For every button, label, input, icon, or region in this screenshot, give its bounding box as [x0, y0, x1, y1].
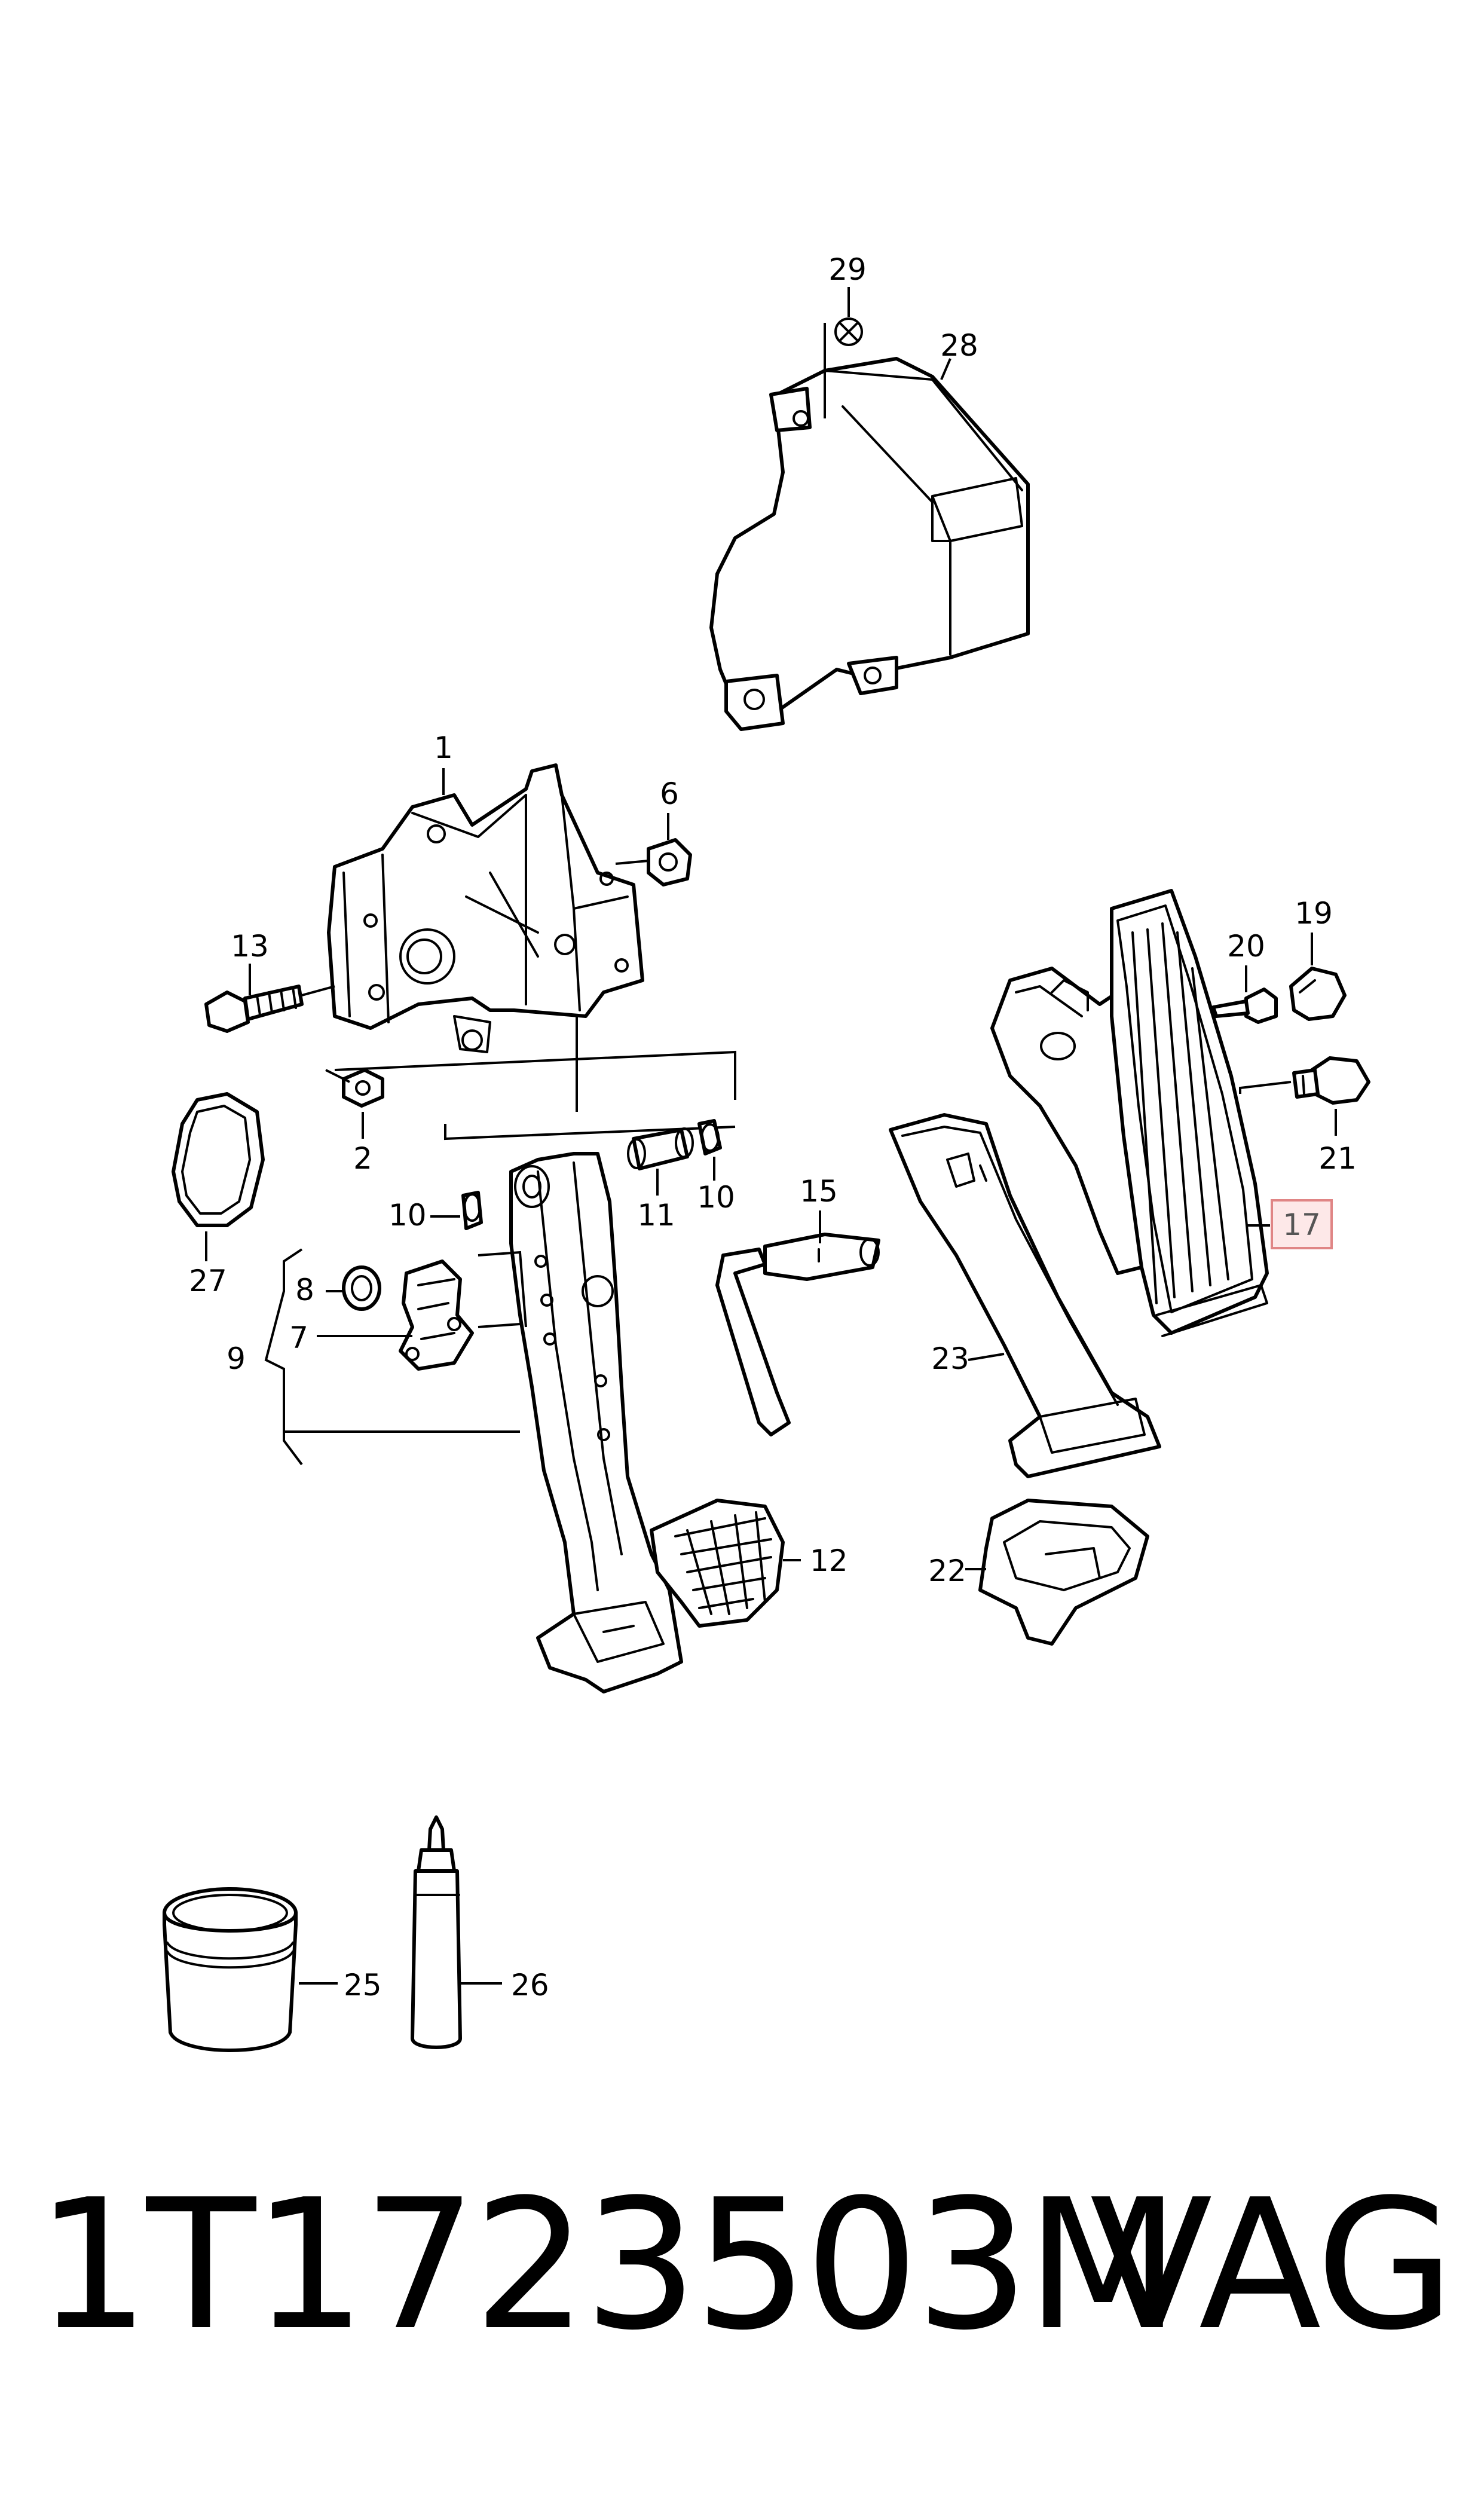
spring-part-7 — [317, 1259, 474, 1371]
socket-part-22 — [965, 1499, 1149, 1646]
callout-9: 9 — [227, 1341, 246, 1376]
callout-27: 27 — [189, 1264, 227, 1298]
callout-26: 26 — [511, 1968, 549, 2003]
pedal-pad-part-12 — [650, 1499, 801, 1628]
part-number: 1T1723503M — [36, 2161, 1180, 2370]
callout-29: 29 — [828, 252, 867, 287]
callout-28: 28 — [940, 328, 978, 363]
lubricant-bottle-part-26 — [411, 1815, 502, 2049]
support-part-23 — [889, 1113, 1161, 1478]
callout-25: 25 — [344, 1968, 382, 2003]
pedal-bracket-part-1 — [327, 763, 644, 1053]
callout-15: 15 — [800, 1174, 838, 1209]
callout-12: 12 — [810, 1543, 848, 1578]
bracket-group-part-9 — [264, 1248, 527, 1466]
ring-part-8 — [326, 1265, 381, 1311]
callout-6: 6 — [660, 776, 679, 811]
nut-part-6 — [615, 813, 692, 886]
callout-23: 23 — [931, 1341, 969, 1376]
callout-19: 19 — [1295, 896, 1333, 931]
callout-13: 13 — [231, 929, 269, 964]
callout-17: 17 — [1283, 1207, 1321, 1242]
bolt-part-13 — [204, 964, 335, 1033]
screw-part-20 — [1211, 965, 1278, 1024]
rod-part-15 — [715, 1210, 880, 1436]
sleeve-part-11 — [627, 1127, 694, 1196]
gasket-part-27 — [172, 1092, 265, 1261]
bushing-part-10a — [461, 1191, 483, 1230]
callout-21: 21 — [1318, 1141, 1357, 1176]
cap-part-19 — [1289, 933, 1347, 1021]
nut-part-2 — [325, 1068, 384, 1139]
sleeve-part-25 — [163, 1887, 338, 2052]
callout-2: 2 — [353, 1141, 372, 1176]
callout-22: 22 — [928, 1554, 966, 1588]
clip-part-29 — [824, 287, 863, 418]
pedal-arm — [509, 1152, 683, 1693]
brand-label: VAG — [1090, 2161, 1455, 2370]
callout-1: 1 — [434, 730, 453, 765]
callout-11: 11 — [637, 1198, 675, 1233]
callout-7: 7 — [289, 1320, 308, 1355]
accelerator-pedal-part-17 — [990, 889, 1269, 1337]
callout-10a: 10 — [388, 1198, 427, 1233]
stud-part-21 — [1239, 1056, 1370, 1136]
callout-17-highlight — [1271, 1199, 1333, 1249]
callout-20: 20 — [1227, 929, 1265, 964]
cover-housing-part-28 — [709, 357, 1030, 731]
callout-10b: 10 — [697, 1180, 735, 1215]
callout-8: 8 — [295, 1273, 314, 1307]
bushing-part-10b — [697, 1119, 722, 1181]
footer: 1T1723503M VAG — [36, 2152, 1455, 2379]
